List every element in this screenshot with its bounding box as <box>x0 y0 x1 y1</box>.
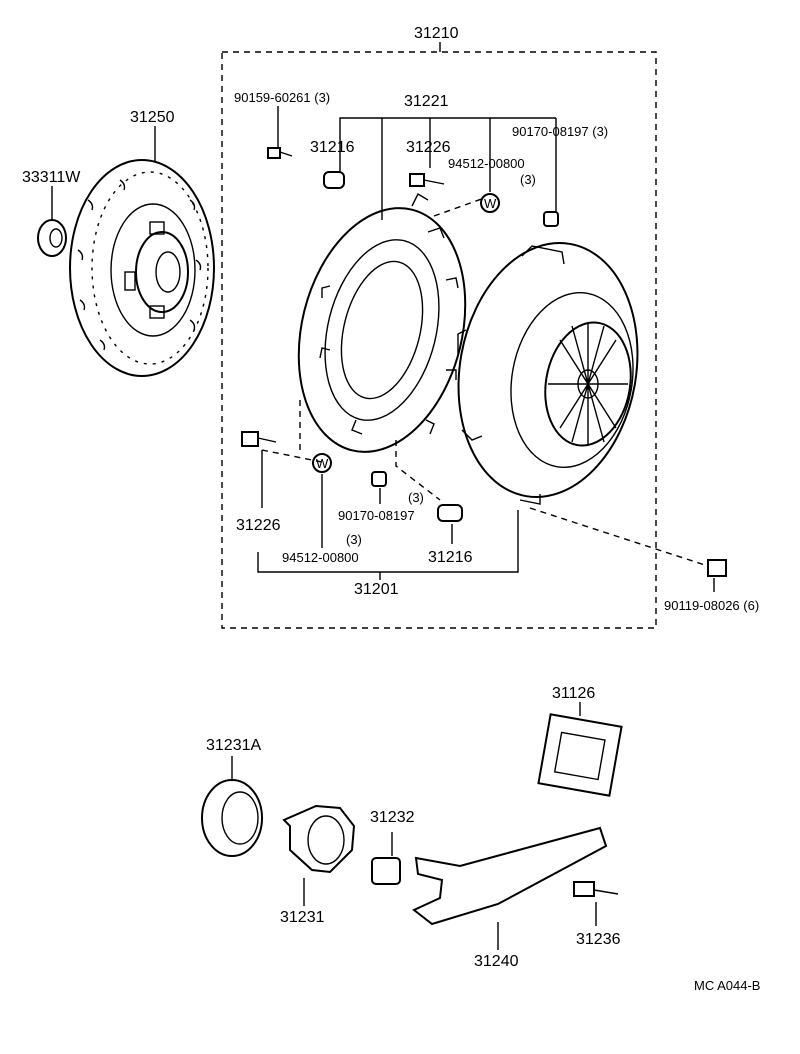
bolt-top-center <box>409 173 445 187</box>
label-nut-tr: 90170-08197 (3) <box>512 124 608 139</box>
label-washer-tc-qty: (3) <box>520 172 536 187</box>
release-fork-pivot <box>573 881 619 926</box>
label-knock-b: 31216 <box>428 549 473 566</box>
svg-text:W: W <box>484 196 497 211</box>
washer-top: W <box>480 193 500 213</box>
label-assy: 31210 <box>414 25 459 42</box>
release-clip <box>371 832 401 885</box>
nut-top-right <box>543 211 559 227</box>
diagram-code: MC A044-B <box>694 978 760 993</box>
knock-pin-bottom <box>437 504 463 522</box>
label-bolt-tl: 90159-60261 (3) <box>234 90 330 105</box>
label-bolt-br: 90119-08026 (6) <box>664 598 759 613</box>
label-disc: 31250 <box>130 109 175 126</box>
label-release-hub: 31231 <box>280 909 325 926</box>
clutch-disc <box>69 126 215 377</box>
knock-pin-top <box>323 171 345 189</box>
label-boot: 31126 <box>552 685 595 702</box>
release-fork-boot <box>537 702 623 797</box>
label-clip: 31232 <box>370 809 415 826</box>
pilot-bearing <box>37 186 67 257</box>
label-washer-bl: 94512-00800 <box>282 550 359 565</box>
pressure-plate <box>297 193 467 453</box>
label-fork: 31240 <box>474 953 519 970</box>
assembly-boundary <box>221 42 657 629</box>
release-bearing <box>201 756 263 857</box>
clutch-cover <box>457 242 639 505</box>
release-fork <box>412 826 608 950</box>
release-hub <box>282 804 356 906</box>
label-washer-bl-qty: (3) <box>346 532 362 547</box>
svg-text:W: W <box>316 456 329 471</box>
label-nut-b-qty: (3) <box>408 490 424 505</box>
label-washer-tc: 94512-00800 <box>448 156 525 171</box>
bolt-bottom-right <box>707 559 727 592</box>
label-nut-b: 90170-08197 <box>338 508 415 523</box>
label-cover-top: 31221 <box>404 93 449 110</box>
label-pivot: 31236 <box>576 931 621 948</box>
label-cover-bottom: 31201 <box>354 581 399 598</box>
nut-bottom <box>371 471 387 487</box>
label-release-bearing-assy: 31231A <box>206 737 261 754</box>
bolt-top-left <box>267 147 293 159</box>
bolt-bottom-left <box>241 431 277 447</box>
label-pilot-bearing: 33311W <box>22 169 81 186</box>
washer-bottom: W <box>312 453 332 473</box>
label-bolt-tc: 31226 <box>406 139 451 156</box>
label-bolt-bl: 31226 <box>236 517 281 534</box>
bottom-leaders <box>257 400 709 580</box>
top-leaders <box>277 106 557 220</box>
label-knock-tl: 31216 <box>310 139 355 156</box>
